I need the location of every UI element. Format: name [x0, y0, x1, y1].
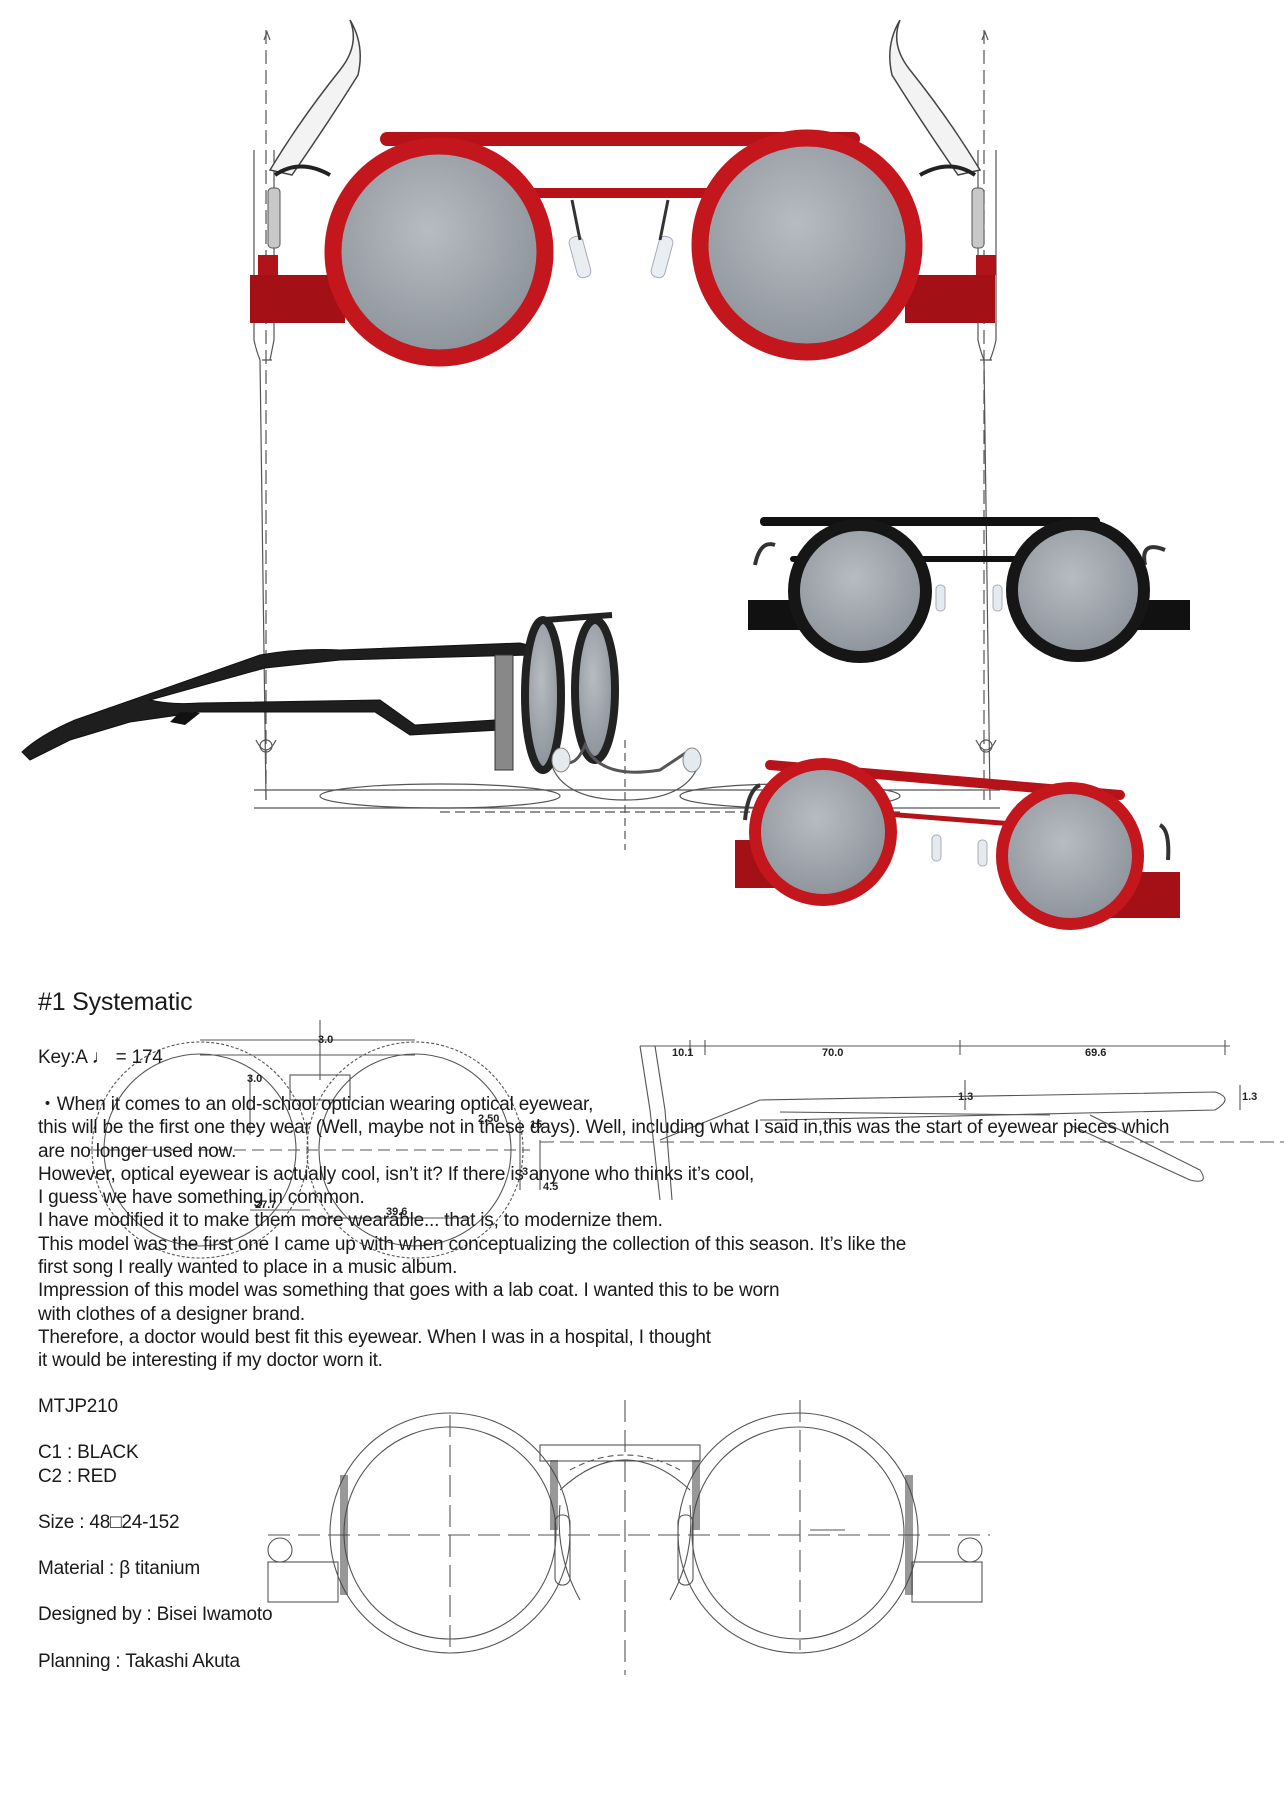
- description-line: it would be interesting if my doctor wor…: [38, 1350, 383, 1372]
- product-illustration: [21, 19, 1190, 930]
- red-glasses-angled-view: [735, 758, 1180, 930]
- description-line: this will be the first one they wear (We…: [38, 1117, 1170, 1139]
- description-line: Impression of this model was something t…: [38, 1280, 780, 1302]
- technical-frame-outline: [253, 30, 1000, 850]
- description-line: However, optical eyewear is actually coo…: [38, 1163, 755, 1185]
- material-spec: Material : β titanium: [38, 1558, 200, 1580]
- description-line: I have modified it to make them more wea…: [38, 1210, 663, 1232]
- black-glasses-front-view: [748, 517, 1190, 663]
- dim-top-height: 3.0: [318, 1034, 333, 1046]
- planning-credit: Planning : Takashi Akuta: [38, 1650, 240, 1672]
- description-line: first song I really wanted to place in a…: [38, 1257, 458, 1279]
- description-line: Therefore, a doctor would best fit this …: [38, 1326, 711, 1348]
- description-line: with clothes of a designer brand.: [38, 1303, 305, 1325]
- dim-temple-mid: 70.0: [822, 1047, 843, 1059]
- model-number: MTJP210: [38, 1396, 118, 1417]
- black-glasses-side-view: [21, 612, 702, 774]
- description-line: This model was the first one I came up w…: [38, 1233, 907, 1255]
- description: ・When it comes to an old-school optician…: [38, 1093, 1169, 1373]
- color-option: C1 : BLACK: [38, 1442, 139, 1464]
- red-glasses-front-view: [250, 19, 996, 367]
- dim-lens-height: 3.0: [247, 1073, 262, 1085]
- description-line: ・When it comes to an old-school optician…: [38, 1094, 594, 1115]
- music-key: Key:A ♩ = 174: [38, 1047, 163, 1068]
- designer-credit: Designed by : Bisei Iwamoto: [38, 1604, 273, 1626]
- description-line: I guess we have something in common.: [38, 1187, 365, 1209]
- specifications: MTJP210 C1 : BLACK C2 : RED Size : 48□24…: [38, 1395, 273, 1673]
- dim-temple-tip: 10.1: [672, 1047, 693, 1059]
- dim-temple-end: 69.6: [1085, 1047, 1106, 1059]
- size-spec: Size : 48□24-152: [38, 1511, 180, 1533]
- scale-markings: [340, 1460, 913, 1595]
- description-line: are no longer used now.: [38, 1140, 237, 1162]
- dim-temple-thick-b: 1.3: [1242, 1091, 1257, 1103]
- product-title: #1 Systematic: [38, 988, 193, 1016]
- color-option: C2 : RED: [38, 1465, 117, 1487]
